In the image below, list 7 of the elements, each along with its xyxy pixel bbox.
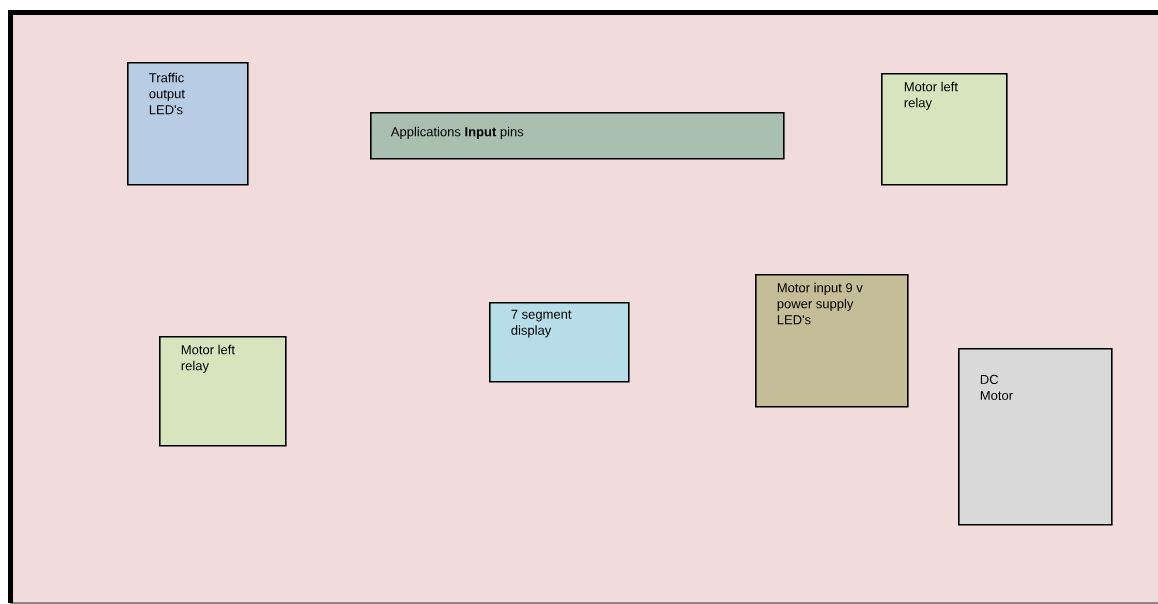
component-box: Motor left relay bbox=[881, 73, 1008, 186]
component-box: Applications Input pins bbox=[370, 112, 785, 160]
component-box: Motor input 9 v power supply LED's bbox=[755, 274, 909, 408]
component-box: 7 segment display bbox=[489, 302, 630, 383]
component-box: Motor left relay bbox=[159, 336, 287, 447]
component-box: DC Motor bbox=[958, 348, 1113, 526]
component-box: Traffic output LED's bbox=[127, 62, 249, 186]
